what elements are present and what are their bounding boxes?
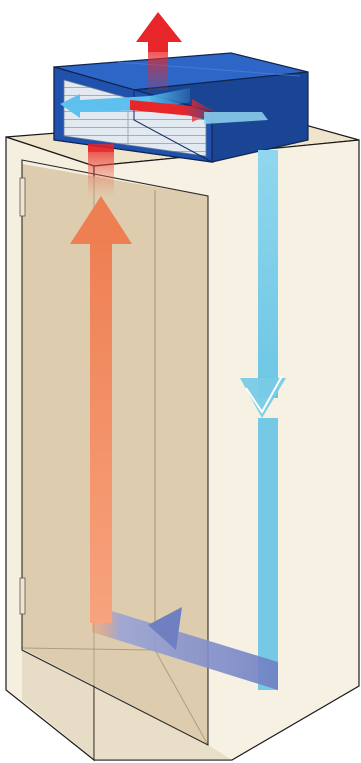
cooler-airflows — [60, 12, 268, 124]
airflow-paths — [70, 145, 286, 690]
hot-air-inlet — [88, 144, 114, 152]
internal-transfer-arrow — [130, 99, 268, 124]
cabinet-interior — [22, 164, 208, 745]
cabinet-door — [21, 159, 209, 746]
door-hinge-top — [19, 177, 26, 217]
cabinet — [5, 115, 360, 762]
door-hinge-bottom — [19, 577, 26, 615]
return-air-arrow — [92, 605, 278, 690]
hot-air-arrow — [70, 145, 132, 623]
cold-air-arrow — [240, 158, 286, 690]
cold-air-outlet — [258, 150, 278, 164]
exhaust-air-arrow — [136, 12, 182, 90]
